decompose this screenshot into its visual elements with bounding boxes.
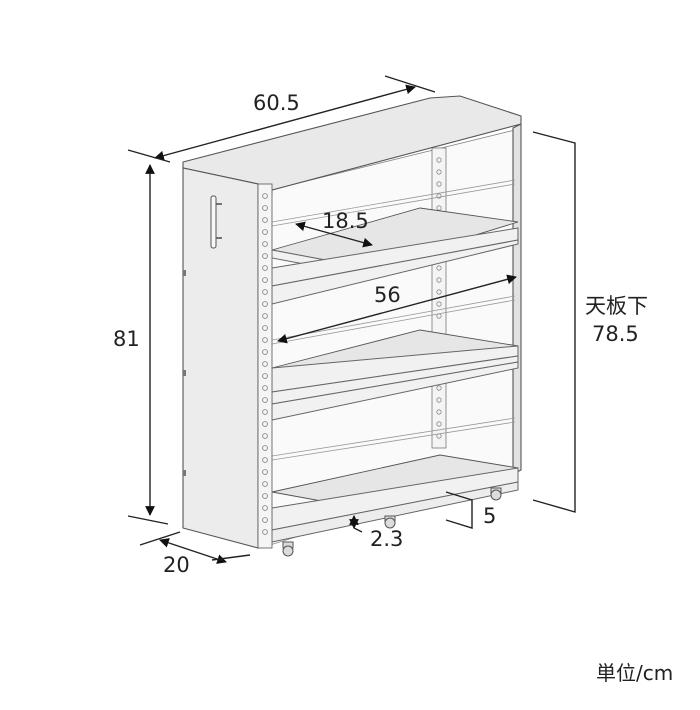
under-top-title: 天板下: [585, 294, 648, 318]
under-top-value: 78.5: [592, 322, 639, 346]
side-handle: [210, 195, 222, 249]
shelf-depth-label: 18.5: [322, 209, 369, 233]
bottom-gap-label: 2.3: [370, 527, 403, 551]
width-top-label: 60.5: [253, 91, 300, 115]
casters: [282, 487, 502, 557]
dimension-labels: 60.5 81 20 18.5 56 天板下 78.5 5 2.3 単位/cm: [113, 91, 673, 685]
left-side-panel: [182, 167, 259, 549]
right-side-panel: [512, 123, 522, 475]
bookshelf-illustration: [182, 95, 522, 557]
inner-width-label: 56: [374, 283, 401, 307]
dimension-lines: [127, 75, 576, 564]
caster-gap-label: 5: [483, 504, 496, 528]
shelf-2: [271, 329, 519, 421]
depth-label: 20: [163, 553, 190, 577]
unit-label: 単位/cm: [596, 661, 673, 685]
height-label: 81: [113, 327, 140, 351]
front-rail: [257, 183, 273, 549]
